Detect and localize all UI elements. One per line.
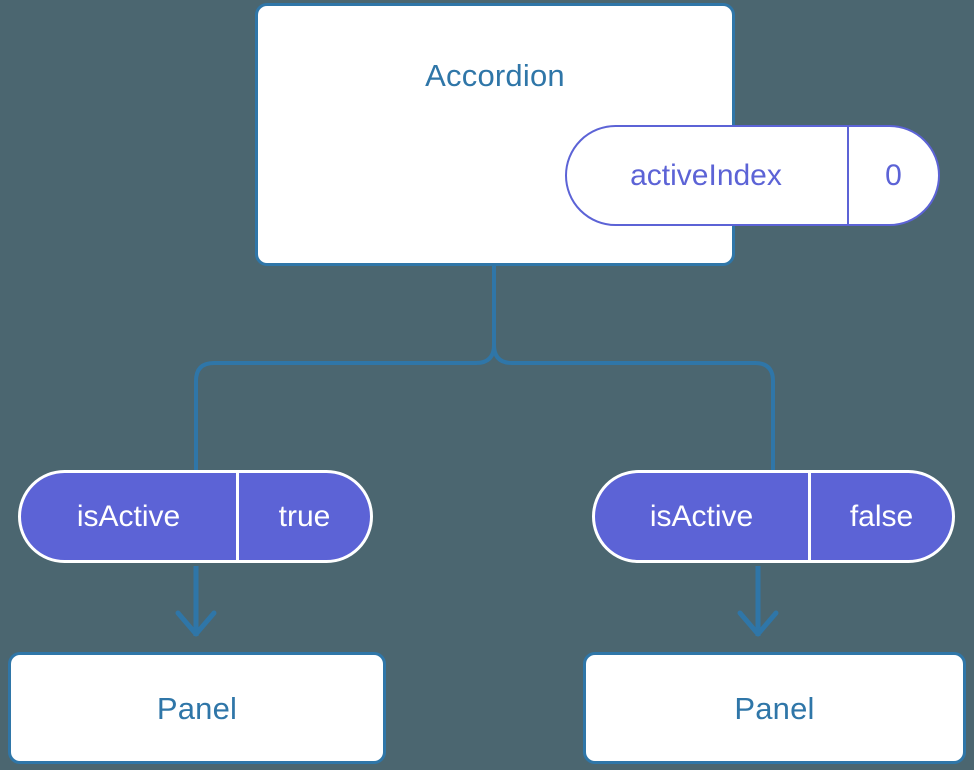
connector-root-to-left-branch <box>194 264 496 472</box>
component-title-panel: Panel <box>156 690 238 726</box>
connector-root-to-right-branch <box>492 264 775 472</box>
prop-pill-value: true <box>236 473 370 560</box>
arrow-head-right-icon <box>737 610 779 637</box>
arrow-head-left-icon <box>175 610 217 637</box>
component-title-accordion: Accordion <box>425 58 565 93</box>
component-node-panel-right[interactable]: Panel <box>583 652 966 764</box>
state-pill-key: activeIndex <box>630 158 782 192</box>
component-node-panel-left[interactable]: Panel <box>8 652 386 764</box>
prop-pill-key: isActive <box>649 499 754 533</box>
prop-pill-value: false <box>808 473 952 560</box>
state-pill-value: 0 <box>847 127 938 224</box>
prop-pill-key: isActive <box>76 499 181 533</box>
state-pill-active-index[interactable]: activeIndex 0 <box>565 125 940 226</box>
component-title-panel: Panel <box>734 690 815 726</box>
prop-pill-is-active-false[interactable]: isActive false <box>592 470 955 563</box>
prop-pill-is-active-true[interactable]: isActive true <box>18 470 373 563</box>
component-node-accordion[interactable]: Accordion activeIndex 0 <box>255 3 940 266</box>
